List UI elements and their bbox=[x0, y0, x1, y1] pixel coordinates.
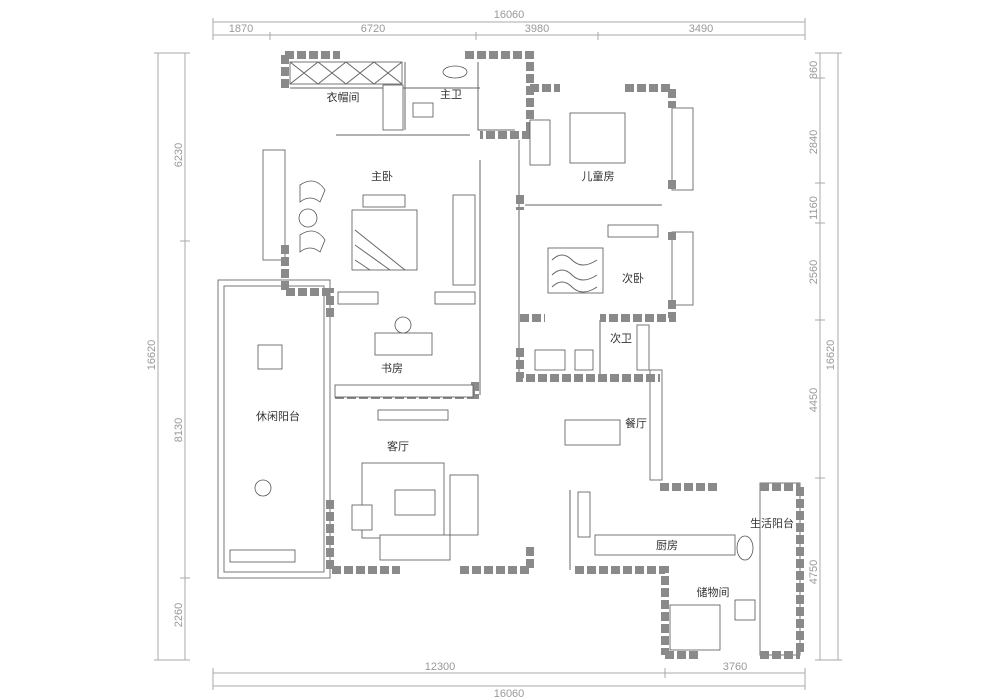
toilet bbox=[412, 102, 434, 118]
dim-top-1: 1870 bbox=[229, 23, 253, 35]
side-table bbox=[298, 208, 318, 228]
cabinet bbox=[337, 291, 379, 305]
dim-right-2: 2840 bbox=[808, 130, 820, 154]
second-bath-toilet bbox=[574, 349, 594, 371]
sofa-side bbox=[449, 474, 479, 536]
dim-top-3: 3980 bbox=[525, 23, 549, 35]
dim-left-1: 6230 bbox=[173, 143, 185, 167]
wardrobe-master bbox=[452, 194, 476, 286]
balcony-table bbox=[257, 344, 283, 370]
label-second-bedroom: 次卧 bbox=[622, 271, 644, 285]
kitchen-counter bbox=[594, 534, 736, 556]
dining-table bbox=[564, 419, 621, 446]
tv-cabinet bbox=[377, 409, 449, 421]
cabinet bbox=[529, 119, 551, 166]
second-bath-basin bbox=[534, 349, 566, 371]
furniture bbox=[229, 61, 756, 651]
label-study: 书房 bbox=[381, 362, 403, 375]
shoe-cabinet bbox=[382, 84, 404, 131]
label-kids-room: 儿童房 bbox=[582, 169, 615, 183]
storage-shelf bbox=[669, 604, 721, 651]
label-leisure-balcony: 休闲阳台 bbox=[256, 409, 300, 423]
dim-top-total: 16060 bbox=[494, 9, 525, 21]
coffee-table bbox=[394, 489, 436, 516]
dim-bottom-total: 16060 bbox=[494, 688, 525, 700]
armchair bbox=[351, 504, 373, 531]
sofa bbox=[379, 534, 451, 561]
balcony-side-table bbox=[254, 479, 272, 497]
armchair bbox=[299, 180, 326, 203]
double-bed bbox=[351, 209, 418, 271]
dim-top-4: 3490 bbox=[689, 23, 713, 35]
dim-right-5: 4450 bbox=[808, 388, 820, 412]
dim-bottom-2: 3760 bbox=[723, 661, 747, 673]
label-master-bath: 主卫 bbox=[440, 88, 462, 101]
dim-right-6: 4750 bbox=[808, 560, 820, 584]
desk-chair bbox=[394, 316, 412, 334]
cabinet bbox=[434, 291, 476, 305]
dim-bottom-1: 12300 bbox=[425, 661, 456, 673]
label-master-bedroom: 主卧 bbox=[371, 170, 393, 183]
wardrobe bbox=[289, 61, 403, 85]
single-bed bbox=[569, 112, 626, 164]
washbasin bbox=[442, 65, 468, 79]
dim-right-1: 860 bbox=[808, 61, 820, 79]
piano bbox=[607, 224, 659, 238]
label-dining-room: 餐厅 bbox=[625, 416, 647, 430]
bookshelf bbox=[334, 384, 474, 398]
balconies bbox=[217, 107, 801, 656]
dimension-lines bbox=[154, 18, 842, 690]
label-cloakroom: 衣帽间 bbox=[327, 90, 360, 104]
room-labels: 衣帽间 主卫 主卧 儿童房 次卧 次卫 书房 休闲阳台 客厅 餐厅 厨房 生活阳… bbox=[256, 88, 794, 599]
label-second-bath: 次卫 bbox=[610, 331, 632, 345]
dim-right-3: 1160 bbox=[808, 196, 820, 220]
dim-top-2: 6720 bbox=[361, 23, 385, 35]
label-service-balcony: 生活阳台 bbox=[750, 516, 794, 530]
armchair bbox=[299, 230, 326, 253]
walls bbox=[281, 51, 804, 659]
rug bbox=[547, 247, 604, 294]
dim-left-total: 16620 bbox=[146, 340, 158, 371]
laundry-sink bbox=[736, 535, 754, 561]
washing-machine bbox=[734, 599, 756, 621]
dim-left-2: 8130 bbox=[173, 418, 185, 442]
headboard bbox=[362, 194, 406, 208]
label-living-room: 客厅 bbox=[387, 439, 409, 453]
desk bbox=[374, 332, 433, 356]
kitchen-cabinet bbox=[577, 491, 591, 538]
dim-right-total: 16620 bbox=[825, 340, 837, 371]
balcony-cabinet bbox=[229, 549, 296, 563]
dim-right-4: 2560 bbox=[808, 260, 820, 284]
label-kitchen: 厨房 bbox=[656, 539, 678, 552]
dim-left-3: 2260 bbox=[173, 603, 185, 627]
label-storage: 储物间 bbox=[697, 585, 730, 599]
